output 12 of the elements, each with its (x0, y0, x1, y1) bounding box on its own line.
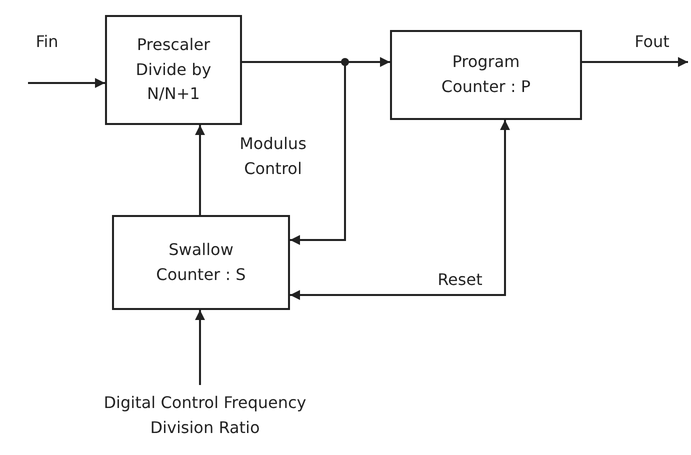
arrow (195, 310, 205, 385)
arrow (195, 125, 205, 215)
block-text: Program Counter : P (440, 51, 532, 98)
block-box (105, 15, 242, 125)
block-text: Digital Control Frequency Division Ratio (102, 392, 308, 439)
arrow (28, 78, 105, 88)
block-box (112, 215, 290, 310)
block-box (390, 30, 582, 120)
arrow (290, 120, 510, 300)
block-text: Prescaler Divide by N/N+1 (134, 34, 212, 106)
block-text: Swallow Counter : S (155, 238, 247, 286)
arrow (582, 57, 688, 67)
